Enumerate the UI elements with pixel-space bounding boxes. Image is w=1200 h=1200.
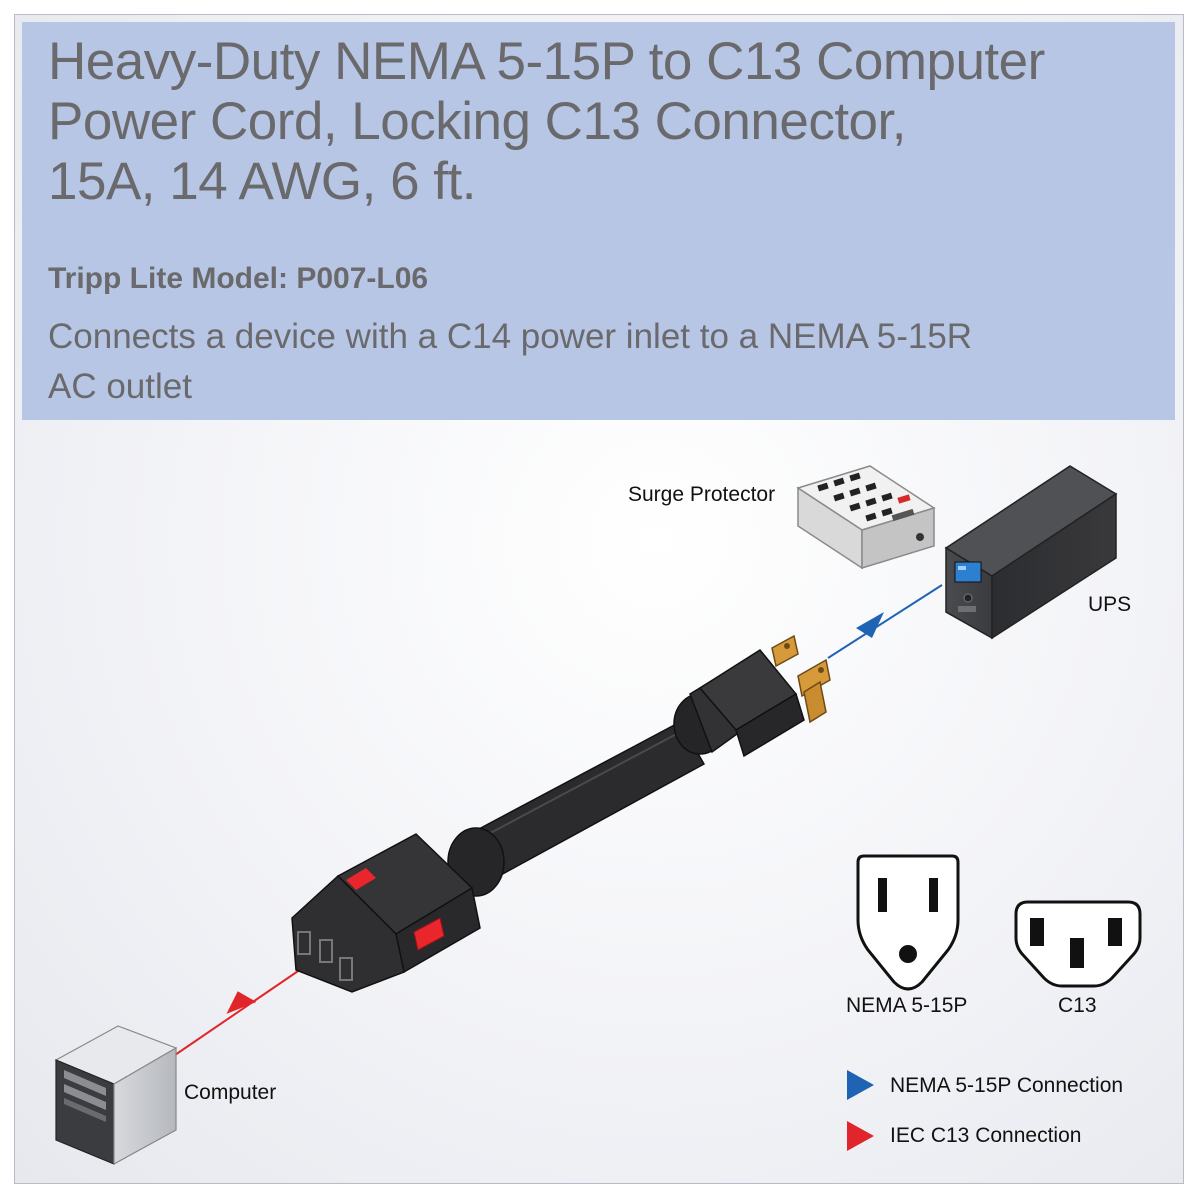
c13-face-icon (1014, 900, 1142, 988)
title-line-2: Power Cord, Locking C13 Connector, (48, 92, 906, 151)
description-line-2: AC outlet (48, 367, 192, 406)
ups-illustration (944, 465, 1118, 640)
nema-5-15p-face-icon (856, 854, 960, 991)
description-line-1: Connects a device with a C14 power inlet… (48, 317, 973, 356)
product-description: Connects a device with a C14 power inlet… (48, 312, 1148, 412)
title-line-1: Heavy-Duty NEMA 5-15P to C13 Computer (48, 32, 1045, 91)
title-line-3: 15A, 14 AWG, 6 ft. (48, 152, 476, 211)
surge-protector-label: Surge Protector (628, 483, 776, 506)
c13-connector-illustration (291, 827, 505, 993)
surge-protector-illustration (796, 465, 936, 570)
computer-label: Computer (184, 1081, 277, 1104)
legend-nema-connection: NEMA 5-15P Connection (890, 1074, 1124, 1097)
nema-connection-line (827, 584, 943, 659)
nema-plug-illustration (673, 634, 831, 758)
computer-illustration (54, 1025, 178, 1166)
legend-nema-triangle-icon (847, 1070, 874, 1100)
legend-iec-triangle-icon (847, 1121, 874, 1151)
c13-label: C13 (1058, 994, 1097, 1017)
legend-iec-connection: IEC C13 Connection (890, 1124, 1082, 1147)
header-panel (22, 22, 1175, 420)
nema-5-15p-label: NEMA 5-15P (846, 994, 968, 1017)
ups-label: UPS (1088, 593, 1132, 616)
model-number: Tripp Lite Model: P007-L06 (48, 262, 429, 295)
product-title: Heavy-Duty NEMA 5-15P to C13 Computer Po… (48, 32, 1158, 212)
